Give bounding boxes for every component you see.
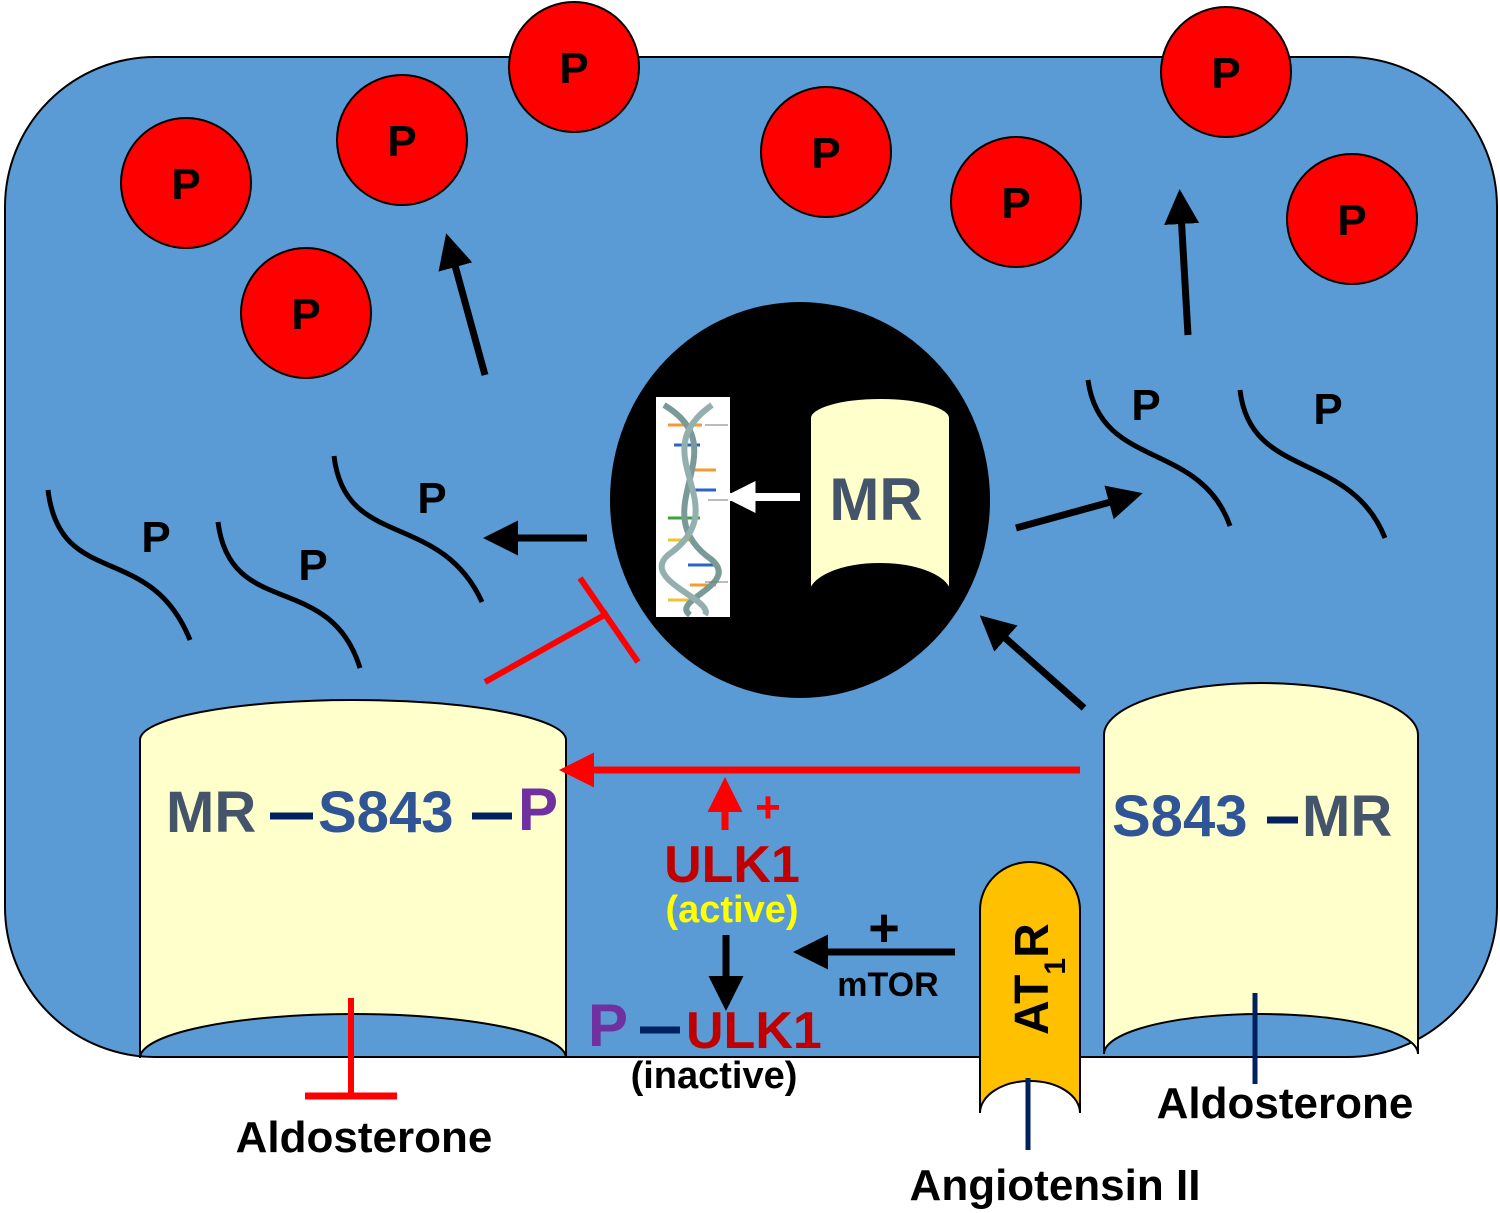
protein-circle: P xyxy=(1286,153,1418,285)
nuclear-mr-cylinder xyxy=(809,397,951,595)
protein-label: P xyxy=(559,44,588,93)
transcript-curve xyxy=(45,489,193,641)
protein-label: P xyxy=(387,117,416,166)
dna-helix-image xyxy=(656,397,730,618)
ulk1-phospho-label: P xyxy=(588,992,628,1059)
ulk1-active-label: ULK1 xyxy=(664,836,800,894)
transcript-curve xyxy=(1085,379,1233,527)
transcript-label: P xyxy=(141,513,170,562)
transcript-curve xyxy=(215,521,363,669)
transcript-label: P xyxy=(417,474,446,523)
protein-label: P xyxy=(291,290,320,339)
transcription-arrow-right xyxy=(1015,485,1143,532)
ulk1-inactive-state: (inactive) xyxy=(631,1055,798,1097)
ulk1-active-state: (active) xyxy=(665,889,798,931)
protein-circles: P P P P P P P P xyxy=(120,1,1418,379)
angiotensin-label: Angiotensin II xyxy=(910,1161,1201,1210)
left-receptor-s843-label: S843 xyxy=(318,780,453,845)
transcript-label: P xyxy=(1313,385,1342,434)
right-aldosterone-label: Aldosterone xyxy=(1157,1079,1414,1128)
protein-circle: P xyxy=(240,247,372,379)
nuclear-mr-label: MR xyxy=(829,466,922,533)
ulk1-plus-sign: + xyxy=(755,783,781,832)
left-aldosterone-label: Aldosterone xyxy=(236,1113,493,1162)
left-receptor-phospho-label: P xyxy=(518,776,558,843)
protein-label: P xyxy=(1001,179,1030,228)
secretion-arrow-left xyxy=(438,233,489,376)
left-receptor xyxy=(139,699,567,1059)
at1r-label: AT1R xyxy=(1006,923,1072,1035)
left-receptor-mr-label: MR xyxy=(166,780,256,845)
at1r-receptor xyxy=(979,861,1081,1114)
transcript-curve xyxy=(331,455,485,604)
right-receptor xyxy=(1103,682,1419,1055)
protein-circle: P xyxy=(508,1,640,133)
protein-label: P xyxy=(1337,196,1366,245)
transcript-label: P xyxy=(1131,381,1160,430)
transcripts xyxy=(45,379,1388,669)
secretion-arrow-right xyxy=(1164,189,1200,336)
ulk1-inactive-label: ULK1 xyxy=(686,1002,822,1060)
receptor-to-nucleus-arrow xyxy=(979,615,1087,711)
protein-label: P xyxy=(171,160,200,209)
transcript-label: P xyxy=(298,541,327,590)
at1r-label-end: R xyxy=(1006,923,1059,958)
inhibition-bar xyxy=(577,576,641,664)
protein-circle: P xyxy=(336,74,468,206)
inhibition-line xyxy=(483,610,610,685)
protein-label: P xyxy=(811,129,840,178)
mtor-label: mTOR xyxy=(837,966,938,1004)
protein-circle: P xyxy=(1160,6,1292,138)
protein-label: P xyxy=(1211,49,1240,98)
protein-circle: P xyxy=(950,136,1082,268)
transcript-curve xyxy=(1237,389,1388,539)
at1r-label-main: AT xyxy=(1006,975,1059,1035)
protein-circle: P xyxy=(120,117,252,249)
at1r-label-subscript: 1 xyxy=(1039,958,1072,975)
right-receptor-s843-label: S843 xyxy=(1112,784,1247,849)
right-receptor-mr-label: MR xyxy=(1302,784,1392,849)
mtor-plus-sign: + xyxy=(868,898,900,958)
protein-circle: P xyxy=(760,86,892,218)
